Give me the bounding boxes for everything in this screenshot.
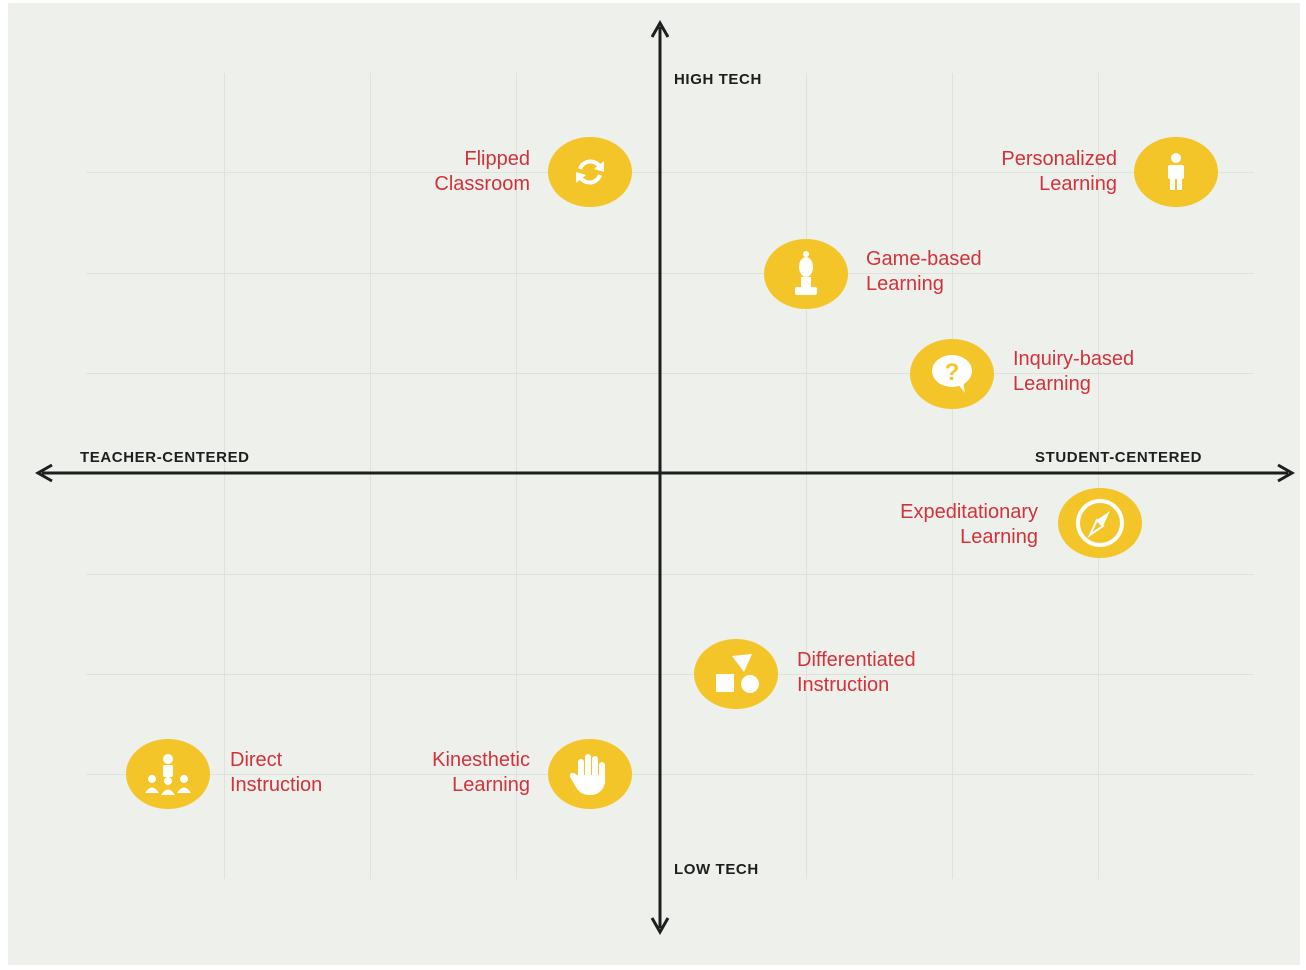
strategy-label: Flipped Classroom <box>434 148 530 195</box>
grid-line <box>86 774 1254 775</box>
axis-label-student-centered: STUDENT-CENTERED <box>1035 449 1203 466</box>
axis-label-teacher-centered: TEACHER-CENTERED <box>80 449 250 466</box>
strategy-label: Game-based Learning <box>866 248 982 295</box>
strategy-label: Differentiated Instruction <box>797 649 916 696</box>
arrow-right-icon <box>1277 463 1296 483</box>
compass-icon <box>1058 488 1142 558</box>
grid-line <box>1098 73 1099 879</box>
hand-icon <box>548 739 632 809</box>
svg-text:?: ? <box>945 359 960 386</box>
chess-bishop-icon <box>764 239 848 309</box>
grid-line <box>86 373 1254 374</box>
person-icon <box>1134 137 1218 207</box>
arrow-down-icon <box>650 917 670 936</box>
grid-line <box>86 674 1254 675</box>
shapes-icon <box>694 639 778 709</box>
arrow-left-icon <box>34 463 53 483</box>
strategy-label: Direct Instruction <box>230 749 323 796</box>
group-presenter-icon <box>126 739 210 809</box>
grid-line <box>516 73 517 879</box>
question-bubble-icon: ? <box>910 339 994 409</box>
quadrant-chart: HIGH TECH LOW TECH TEACHER-CENTERED STUD… <box>8 3 1300 965</box>
axes <box>34 19 1296 936</box>
axis-label-low-tech: LOW TECH <box>674 861 759 878</box>
grid-line <box>86 273 1254 274</box>
refresh-arrows-icon <box>548 137 632 207</box>
grid-line <box>86 172 1254 173</box>
strategy-label: Expeditatiоnary Learning <box>900 501 1038 548</box>
strategy-label: Kinesthetic Learning <box>432 749 530 796</box>
axis-label-high-tech: HIGH TECH <box>674 71 762 88</box>
grid-line <box>806 73 807 879</box>
grid-line <box>370 73 371 879</box>
grid-line <box>952 73 953 879</box>
grid-line <box>224 73 225 879</box>
strategy-label: Inquiry-based Learning <box>1013 348 1135 395</box>
arrow-up-icon <box>650 19 670 38</box>
strategy-label: Personalized Learning <box>1001 148 1117 195</box>
grid-line <box>86 574 1254 575</box>
